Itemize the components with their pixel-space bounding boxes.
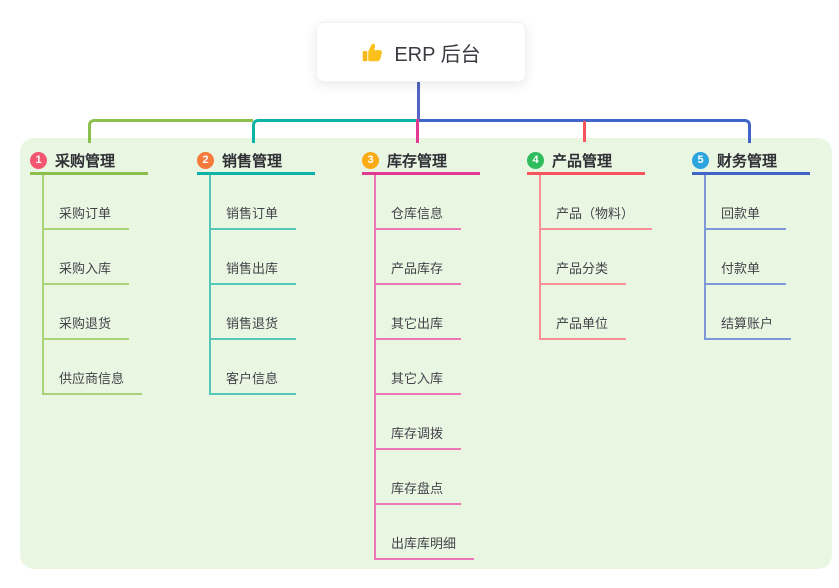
branch-children: 产品（物料）产品分类产品单位 (539, 175, 653, 340)
connector-branch-inventory (416, 119, 419, 143)
branch-header[interactable]: 3 库存管理 (362, 148, 480, 175)
root-title: ERP 后台 (394, 43, 481, 66)
branch-label: 采购管理 (55, 152, 116, 170)
tree-item[interactable]: 销售退货 (211, 285, 297, 340)
branch-number-badge: 5 (692, 151, 709, 169)
branch-header[interactable]: 2 销售管理 (197, 148, 315, 175)
branch-label: 销售管理 (222, 152, 283, 170)
branch-label: 产品管理 (552, 152, 613, 170)
tree-item[interactable]: 仓库信息 (376, 175, 462, 230)
tree-item[interactable]: 客户信息 (211, 340, 297, 395)
tree-item[interactable]: 其它出库 (376, 285, 462, 340)
branch-children: 仓库信息产品库存其它出库其它入库库存调拨库存盘点出库库明细 (374, 175, 475, 560)
branch: 2 销售管理 销售订单销售出库销售退货客户信息 (197, 148, 362, 395)
tree-item[interactable]: 产品分类 (541, 230, 627, 285)
branch-header[interactable]: 4 产品管理 (527, 148, 645, 175)
tree-item[interactable]: 产品（物料） (541, 175, 653, 230)
tree-item[interactable]: 出库库明细 (376, 505, 475, 560)
connector-branch-sales (252, 119, 419, 143)
branch-number-badge: 4 (527, 151, 544, 169)
branches-panel (20, 138, 832, 569)
tree-item[interactable]: 采购订单 (44, 175, 130, 230)
branch: 4 产品管理 产品（物料）产品分类产品单位 (527, 148, 692, 340)
root-node[interactable]: ERP 后台 (316, 22, 526, 82)
branch-header[interactable]: 5 财务管理 (692, 148, 810, 175)
branch-label: 库存管理 (387, 152, 448, 170)
branch: 5 财务管理 回款单付款单结算账户 (692, 148, 839, 340)
branch-number-badge: 3 (362, 151, 379, 169)
connector-branch-finance (418, 119, 751, 143)
branch-number-badge: 2 (197, 151, 214, 169)
branch: 3 库存管理 仓库信息产品库存其它出库其它入库库存调拨库存盘点出库库明细 (362, 148, 527, 560)
tree-item[interactable]: 销售订单 (211, 175, 297, 230)
tree-item[interactable]: 回款单 (706, 175, 786, 230)
tree-item[interactable]: 销售出库 (211, 230, 297, 285)
branch-number-badge: 1 (30, 151, 47, 169)
tree-item[interactable]: 采购入库 (44, 230, 130, 285)
tree-item[interactable]: 付款单 (706, 230, 786, 285)
connector-branch-purchase (88, 119, 253, 143)
branch-children: 回款单付款单结算账户 (704, 175, 792, 340)
branch-children: 销售订单销售出库销售退货客户信息 (209, 175, 297, 395)
tree-item[interactable]: 产品库存 (376, 230, 462, 285)
tree-item[interactable]: 结算账户 (706, 285, 792, 340)
connector-branch-product (583, 121, 586, 142)
branch-children: 采购订单采购入库采购退货供应商信息 (42, 175, 143, 395)
tree-item[interactable]: 供应商信息 (44, 340, 143, 395)
thumbs-up-icon (361, 41, 384, 64)
tree-item[interactable]: 采购退货 (44, 285, 130, 340)
tree-item[interactable]: 产品单位 (541, 285, 627, 340)
connector-trunk (417, 81, 420, 120)
tree-item[interactable]: 库存调拨 (376, 395, 462, 450)
branch: 1 采购管理 采购订单采购入库采购退货供应商信息 (30, 148, 195, 395)
branch-label: 财务管理 (717, 152, 778, 170)
tree-item[interactable]: 其它入库 (376, 340, 462, 395)
branch-header[interactable]: 1 采购管理 (30, 148, 148, 175)
tree-item[interactable]: 库存盘点 (376, 450, 462, 505)
